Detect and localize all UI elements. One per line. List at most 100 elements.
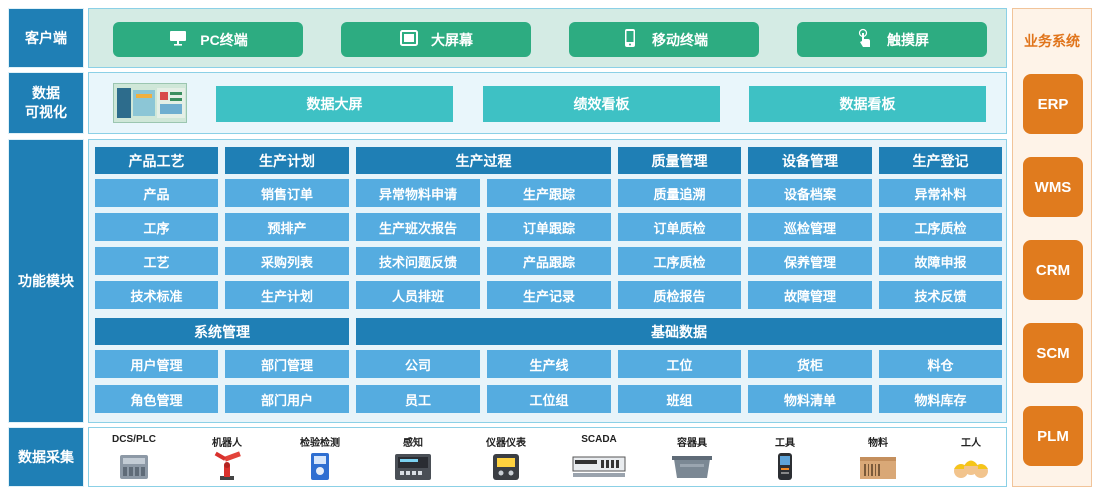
scada-icon bbox=[572, 456, 626, 477]
device-label: DCS/PLC bbox=[112, 434, 156, 445]
module-header-quality: 质量管理 bbox=[618, 147, 741, 174]
module-item[interactable]: 质量追溯 bbox=[618, 179, 741, 207]
module-item[interactable]: 角色管理 bbox=[95, 385, 218, 413]
handheld-tool-icon bbox=[778, 453, 792, 480]
module-item[interactable]: 生产跟踪 bbox=[487, 179, 611, 207]
monitor-icon bbox=[168, 28, 188, 51]
client-row: PC终端 大屏幕 移动终端 触摸屏 bbox=[88, 8, 1007, 68]
device-label: 检验检测 bbox=[300, 438, 340, 449]
device-tool: 工具 bbox=[749, 434, 821, 486]
module-header-system: 系统管理 bbox=[95, 318, 349, 345]
business-systems-panel: 业务系统 ERP WMS CRM SCM PLM bbox=[1012, 8, 1092, 487]
module-header-base-data: 基础数据 bbox=[356, 318, 1002, 345]
module-item[interactable]: 货柜 bbox=[748, 350, 872, 378]
device-material: 物料 bbox=[842, 434, 914, 486]
module-item[interactable]: 订单跟踪 bbox=[487, 213, 611, 241]
workers-icon bbox=[954, 460, 988, 478]
module-header-product-process: 产品工艺 bbox=[95, 147, 218, 174]
dashboard-thumbnail-image bbox=[113, 83, 187, 123]
device-label: 物料 bbox=[868, 438, 888, 449]
module-item[interactable]: 设备档案 bbox=[748, 179, 872, 207]
module-item[interactable]: 故障申报 bbox=[879, 247, 1002, 275]
module-item[interactable]: 销售订单 bbox=[225, 179, 349, 207]
mobile-terminal-button[interactable]: 移动终端 bbox=[569, 22, 759, 57]
module-item[interactable]: 工序质检 bbox=[618, 247, 741, 275]
phone-icon bbox=[620, 28, 640, 51]
module-item[interactable]: 班组 bbox=[618, 385, 741, 413]
big-screen-button[interactable]: 大屏幕 bbox=[341, 22, 531, 57]
sensor-panel-icon bbox=[395, 454, 431, 480]
touch-screen-label: 触摸屏 bbox=[887, 31, 929, 48]
module-item[interactable]: 部门管理 bbox=[225, 350, 349, 378]
module-item[interactable]: 工位组 bbox=[487, 385, 611, 413]
module-item[interactable]: 生产计划 bbox=[225, 281, 349, 309]
device-meter: 仪器仪表 bbox=[470, 434, 542, 486]
module-item[interactable]: 生产班次报告 bbox=[356, 213, 480, 241]
data-big-screen-button[interactable]: 数据大屏 bbox=[216, 86, 453, 122]
module-item[interactable]: 员工 bbox=[356, 385, 480, 413]
inspection-device-icon bbox=[311, 453, 329, 480]
big-screen-label: 大屏幕 bbox=[431, 31, 473, 48]
module-item[interactable]: 用户管理 bbox=[95, 350, 218, 378]
module-item[interactable]: 保养管理 bbox=[748, 247, 872, 275]
device-dcs-plc: DCS/PLC bbox=[98, 434, 170, 486]
erp-button[interactable]: ERP bbox=[1023, 74, 1083, 134]
device-label: SCADA bbox=[581, 434, 617, 445]
module-item[interactable]: 产品 bbox=[95, 179, 218, 207]
device-label: 仪器仪表 bbox=[486, 438, 526, 449]
touch-icon bbox=[855, 28, 875, 51]
modules-row: 产品工艺 生产计划 生产过程 质量管理 设备管理 生产登记 产品 工序 工艺 技… bbox=[88, 139, 1007, 423]
module-header-production-process: 生产过程 bbox=[356, 147, 611, 174]
module-item[interactable]: 料仓 bbox=[879, 350, 1002, 378]
screen-icon bbox=[399, 28, 419, 51]
module-item[interactable]: 公司 bbox=[356, 350, 480, 378]
row-label-client: 客户端 bbox=[8, 8, 84, 68]
data-board-button[interactable]: 数据看板 bbox=[749, 86, 986, 122]
mobile-terminal-label: 移动终端 bbox=[652, 31, 708, 48]
module-item[interactable]: 工艺 bbox=[95, 247, 218, 275]
row-label-collect: 数据采集 bbox=[8, 427, 84, 487]
material-box-icon bbox=[860, 457, 896, 479]
device-label: 工具 bbox=[775, 438, 795, 449]
robot-arm-icon bbox=[214, 451, 241, 480]
module-item[interactable]: 质检报告 bbox=[618, 281, 741, 309]
module-item[interactable]: 工序质检 bbox=[879, 213, 1002, 241]
module-item[interactable]: 采购列表 bbox=[225, 247, 349, 275]
module-item[interactable]: 工位 bbox=[618, 350, 741, 378]
device-label: 容器具 bbox=[677, 438, 707, 449]
wms-button[interactable]: WMS bbox=[1023, 157, 1083, 217]
module-item[interactable]: 人员排班 bbox=[356, 281, 480, 309]
module-item[interactable]: 工序 bbox=[95, 213, 218, 241]
module-item[interactable]: 生产线 bbox=[487, 350, 611, 378]
device-robot: 机器人 bbox=[191, 434, 263, 486]
scm-button[interactable]: SCM bbox=[1023, 323, 1083, 383]
module-header-production-plan: 生产计划 bbox=[225, 147, 349, 174]
touch-screen-button[interactable]: 触摸屏 bbox=[797, 22, 987, 57]
module-item[interactable]: 订单质检 bbox=[618, 213, 741, 241]
module-item[interactable]: 部门用户 bbox=[225, 385, 349, 413]
module-header-production-register: 生产登记 bbox=[879, 147, 1002, 174]
crm-button[interactable]: CRM bbox=[1023, 240, 1083, 300]
device-scada: SCADA bbox=[563, 434, 635, 486]
business-systems-title: 业务系统 bbox=[1024, 33, 1080, 49]
plc-icon bbox=[120, 455, 148, 479]
performance-board-button[interactable]: 绩效看板 bbox=[483, 86, 720, 122]
plm-button[interactable]: PLM bbox=[1023, 406, 1083, 466]
row-label-modules: 功能模块 bbox=[8, 139, 84, 423]
module-item[interactable]: 物料清单 bbox=[748, 385, 872, 413]
module-item[interactable]: 产品跟踪 bbox=[487, 247, 611, 275]
pc-terminal-button[interactable]: PC终端 bbox=[113, 22, 303, 57]
visual-row: 数据大屏 绩效看板 数据看板 bbox=[88, 72, 1007, 134]
module-item[interactable]: 技术反馈 bbox=[879, 281, 1002, 309]
module-item[interactable]: 异常补料 bbox=[879, 179, 1002, 207]
module-item[interactable]: 异常物料申请 bbox=[356, 179, 480, 207]
module-item[interactable]: 巡检管理 bbox=[748, 213, 872, 241]
device-container: 容器具 bbox=[656, 434, 728, 486]
module-item[interactable]: 技术标准 bbox=[95, 281, 218, 309]
device-inspection: 检验检测 bbox=[284, 434, 356, 486]
module-item[interactable]: 生产记录 bbox=[487, 281, 611, 309]
module-item[interactable]: 故障管理 bbox=[748, 281, 872, 309]
module-item[interactable]: 物料库存 bbox=[879, 385, 1002, 413]
module-item[interactable]: 预排产 bbox=[225, 213, 349, 241]
module-item[interactable]: 技术问题反馈 bbox=[356, 247, 480, 275]
